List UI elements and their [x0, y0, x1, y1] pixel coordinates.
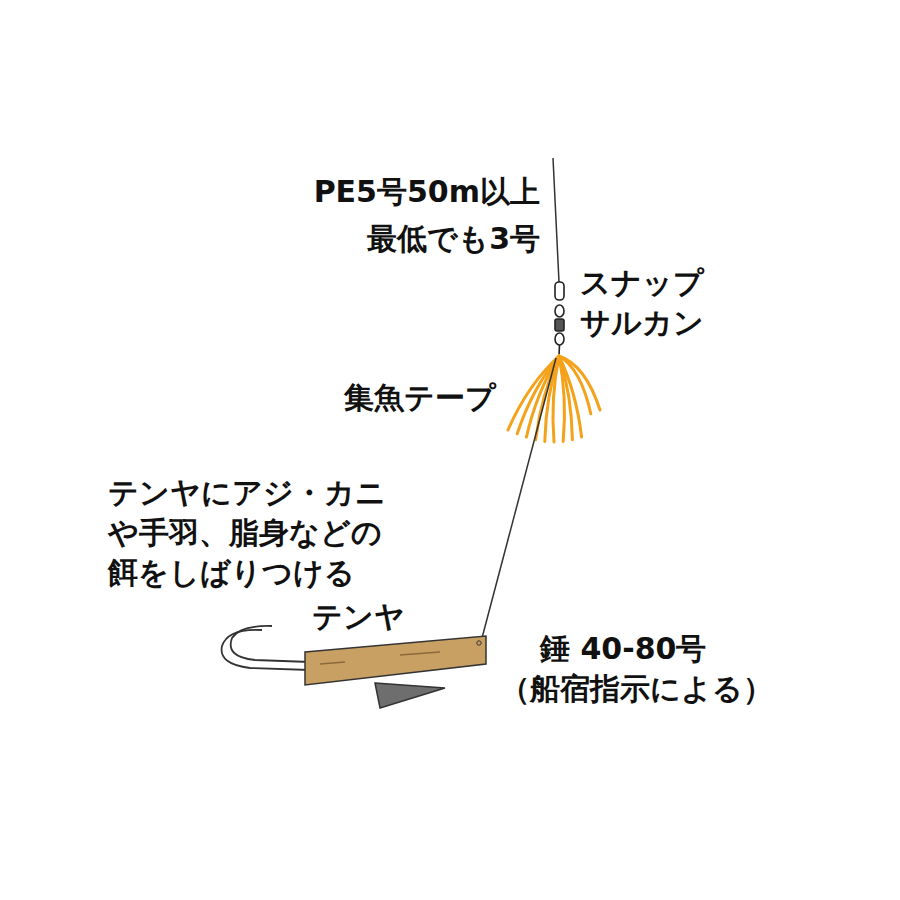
- tenya-eye: [477, 641, 481, 645]
- snap: [555, 282, 564, 300]
- note: や手羽、脂身などの: [108, 516, 382, 551]
- wood-grain: [400, 652, 440, 655]
- part-name: テンヤ: [312, 600, 405, 635]
- swivel-ring: [555, 305, 564, 317]
- note: テンヤにアジ・カニ: [108, 476, 386, 511]
- tape-strand: [545, 356, 559, 441]
- sinker-spec: 錘 40-80号: [540, 632, 706, 667]
- note: 餌をしばりつける: [108, 556, 355, 591]
- swivel-body: [555, 319, 564, 331]
- part-name: 集魚テープ: [344, 381, 496, 416]
- swivel-eye: [558, 345, 560, 356]
- snap-swivel: [555, 282, 564, 356]
- hook: [222, 630, 310, 670]
- sinker: [375, 683, 445, 708]
- part-name: サルカン: [580, 306, 704, 341]
- swivel-ring: [555, 333, 564, 345]
- wooden-board: [305, 636, 486, 685]
- tenya: [222, 626, 486, 708]
- main-line: [553, 158, 559, 282]
- tape-strand: [559, 356, 600, 410]
- line-spec: 最低でも3号: [367, 222, 540, 257]
- line-spec: PE5号50m以上: [314, 175, 540, 210]
- wood-grain: [320, 662, 345, 664]
- lure-tape: [508, 356, 600, 442]
- note: （船宿指示による）: [500, 672, 773, 707]
- part-name: スナップ: [580, 266, 704, 301]
